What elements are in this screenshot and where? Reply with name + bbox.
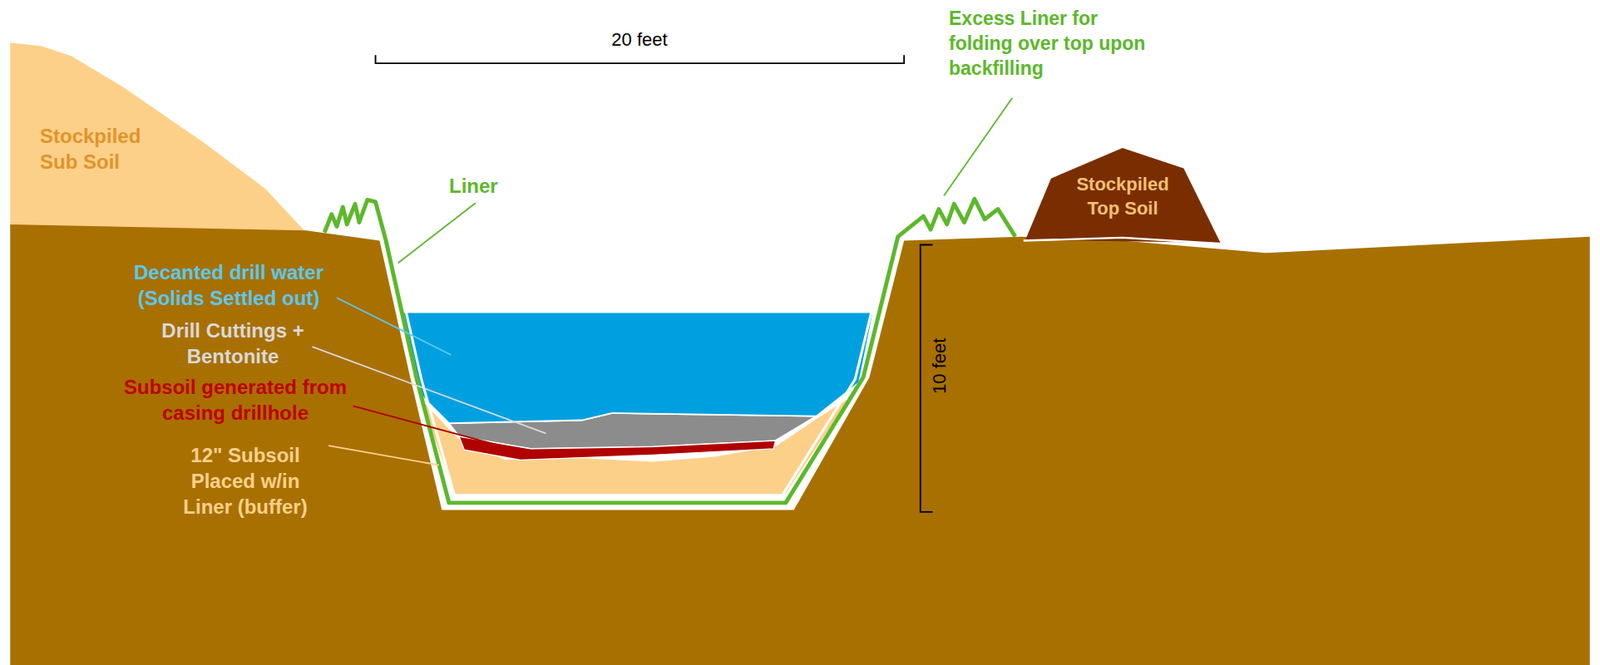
width-dimension [375,54,905,64]
casing-subsoil [459,436,776,460]
buffer-leader [328,445,440,465]
callout-label: Excess Liner for folding over top upon b… [948,6,1153,82]
pile-label: Stockpiled Top Soil [1057,172,1188,221]
callout-label: 12" Subsoil Placed w/in Liner (buffer) [166,442,325,521]
ground [9,224,1590,665]
callout-label: Decanted drill water (Solids Settled out… [108,259,350,312]
casing-subsoil-leader [353,405,501,446]
water-leader [336,297,451,356]
excess-liner-leader [943,98,1013,197]
topsoil-base-line [1023,237,1222,244]
cuttings-leader [311,346,546,434]
callout-label: Liner [449,172,516,199]
callout-label: Drill Cuttings + Bentonite [149,317,317,370]
callout-label: Subsoil generated from casing drillhole [110,374,361,426]
dimension-label: 10 feet [928,324,953,408]
dimension-label: 20 feet [589,28,690,53]
stockpiled-subsoil-pile [9,43,307,233]
liner-leader [398,202,476,263]
stockpiled-topsoil-pile [1025,148,1220,243]
pile-label: Stockpiled Sub Soil [39,123,182,175]
liner [324,198,1016,504]
